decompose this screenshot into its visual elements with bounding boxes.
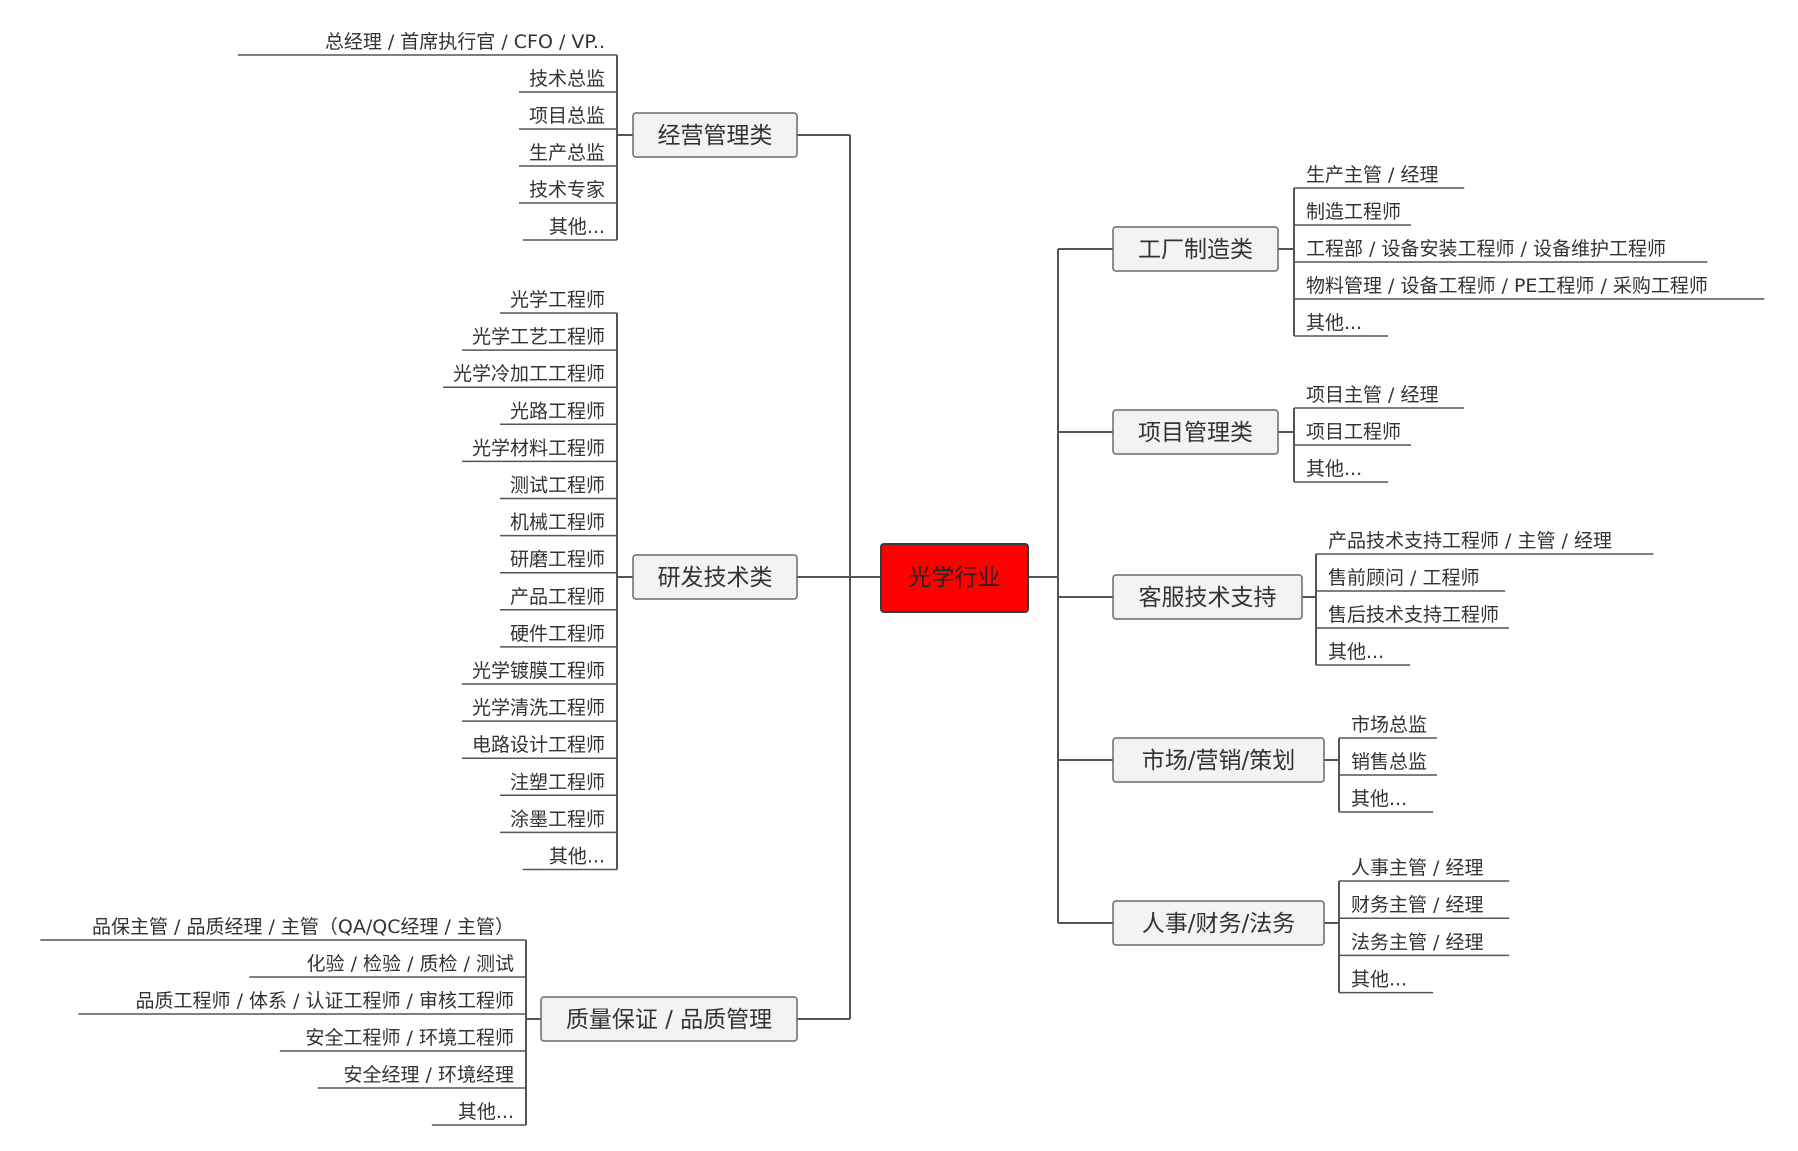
leaf-item[interactable]: 其他... [549,216,605,238]
category-label: 经营管理类 [658,123,773,149]
leaf-item[interactable]: 工程部 / 设备安装工程师 / 设备维护工程师 [1306,238,1666,260]
root-label: 光学行业 [909,565,1001,591]
category-label: 客服技术支持 [1139,585,1277,611]
leaf-item[interactable]: 光学工程师 [510,289,605,311]
leaf-item[interactable]: 财务主管 / 经理 [1351,894,1483,916]
leaf-item[interactable]: 化验 / 检验 / 质检 / 测试 [307,953,514,975]
leaf-item[interactable]: 法务主管 / 经理 [1351,931,1483,953]
leaf-item[interactable]: 销售总监 [1351,751,1427,773]
leaf-item[interactable]: 物料管理 / 设备工程师 / PE工程师 / 采购工程师 [1306,275,1708,297]
right-category-box-4[interactable] [1112,737,1325,783]
category-label: 质量保证 / 品质管理 [566,1007,772,1033]
category-label: 人事/财务/法务 [1142,911,1296,937]
right-category-box-5[interactable] [1112,900,1325,946]
category-label: 项目管理类 [1138,420,1253,446]
left-category-box-3[interactable] [540,996,798,1042]
leaf-item[interactable]: 研磨工程师 [510,549,605,571]
leaf-item[interactable]: 产品工程师 [510,586,605,608]
leaf-item[interactable]: 售后技术支持工程师 [1328,604,1499,626]
right-category-box-1[interactable] [1112,226,1279,272]
leaf-item[interactable]: 光学冷加工工程师 [453,363,605,385]
leaf-item[interactable]: 其他... [1351,788,1407,810]
leaf-item[interactable]: 安全工程师 / 环境工程师 [306,1027,514,1049]
category-label: 研发技术类 [658,565,773,591]
right-category-box-2[interactable] [1112,409,1279,455]
leaf-item[interactable]: 其他... [549,846,605,868]
leaf-item[interactable]: 注塑工程师 [510,771,605,793]
connector-lines [40,54,1765,1126]
leaf-item[interactable]: 安全经理 / 环境经理 [344,1064,514,1086]
leaf-item[interactable]: 光学清洗工程师 [472,697,605,719]
right-category-box-3[interactable] [1112,574,1303,620]
leaf-item[interactable]: 售前顾问 / 工程师 [1328,567,1479,589]
leaf-item[interactable]: 电路设计工程师 [472,734,605,756]
root-node[interactable] [880,543,1029,613]
leaf-item[interactable]: 机械工程师 [510,512,605,534]
category-label: 市场/营销/策划 [1142,748,1296,774]
leaf-item[interactable]: 项目工程师 [1306,421,1401,443]
leaf-item[interactable]: 项目总监 [529,105,605,127]
leaf-item[interactable]: 光学工艺工程师 [472,326,605,348]
category-label: 工厂制造类 [1138,237,1253,263]
leaf-item[interactable]: 测试工程师 [510,475,605,497]
leaf-item[interactable]: 光学镀膜工程师 [472,660,605,682]
mind-map-nodes: 经营管理类 总经理 / 首席执行官 / CFO / VP.. 技术总监项目总监生产总… [92,31,1708,1123]
leaf-item[interactable]: 其他... [458,1101,514,1123]
leaf-item[interactable]: 产品技术支持工程师 / 主管 / 经理 [1328,530,1612,552]
leaf-item[interactable]: 其他... [1306,458,1362,480]
leaf-item[interactable]: 涂墨工程师 [510,808,605,830]
leaf-item[interactable]: 人事主管 / 经理 [1351,857,1483,879]
leaf-item[interactable]: 制造工程师 [1306,201,1401,223]
leaf-item[interactable]: 其他... [1306,312,1362,334]
leaf-item[interactable]: 光学材料工程师 [472,437,605,459]
leaf-item[interactable]: 品质工程师 / 体系 / 认证工程师 / 审核工程师 [136,990,514,1012]
leaf-item[interactable]: 技术总监 [529,68,605,90]
leaf-item[interactable]: 项目主管 / 经理 [1306,384,1438,406]
leaf-item[interactable]: 其他... [1351,969,1407,991]
leaf-item[interactable]: 总经理 / 首席执行官 / CFO / VP.. [325,31,605,53]
leaf-item[interactable]: 生产主管 / 经理 [1306,164,1438,186]
leaf-item[interactable]: 品保主管 / 品质经理 / 主管（QA/QC经理 / 主管） [92,916,514,938]
leaf-item[interactable]: 市场总监 [1351,714,1427,736]
leaf-item[interactable]: 技术专家 [529,179,605,201]
leaf-item[interactable]: 硬件工程师 [510,623,605,645]
leaf-item[interactable]: 其他... [1328,641,1384,663]
leaf-item[interactable]: 生产总监 [529,142,605,164]
left-category-box-2[interactable] [632,554,798,600]
leaf-item[interactable]: 光路工程师 [510,400,605,422]
left-category-box-1[interactable] [632,112,798,158]
